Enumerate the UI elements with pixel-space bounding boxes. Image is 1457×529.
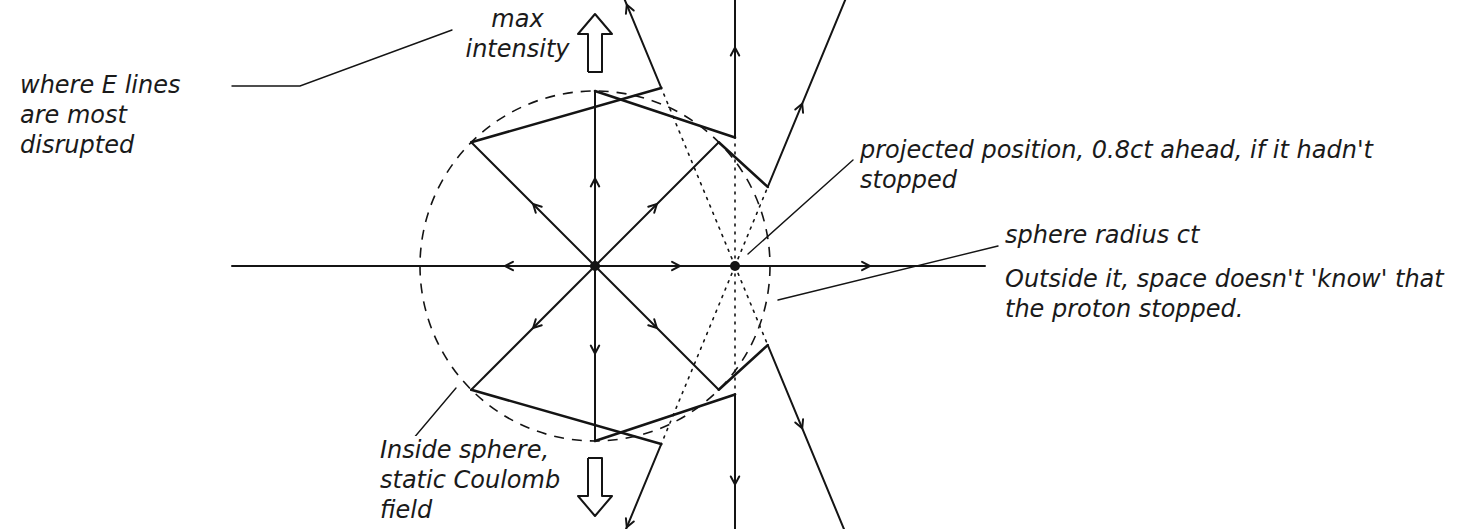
annotation: max intensity: [455, 4, 580, 64]
annotation-text: where E lines are most disrupted: [20, 71, 180, 159]
kink-segment: [719, 345, 768, 390]
projected-field-line: [661, 266, 735, 444]
annotation-text: sphere radius ct: [1005, 221, 1199, 249]
annotation-text: max intensity: [465, 5, 569, 63]
charge-dot: [590, 261, 600, 271]
coulomb-field-line: [595, 142, 719, 266]
annotation: Outside it, space doesn't 'know' that th…: [1005, 264, 1445, 324]
field-arrowhead: [795, 104, 803, 113]
coulomb-field-line: [471, 266, 595, 390]
field-arrowhead: [505, 262, 513, 270]
projected-field-line: [661, 88, 735, 266]
kink-segment: [719, 142, 768, 187]
annotation: projected position, 0.8ct ahead, if it h…: [860, 135, 1440, 195]
annotation: where E lines are most disrupted: [20, 70, 225, 160]
kink-segment: [471, 88, 661, 142]
field-arrowhead: [533, 319, 542, 328]
field-arrowhead: [731, 477, 739, 485]
kink-segment: [595, 91, 735, 138]
radiated-field-line: [734, 394, 736, 529]
field-arrowhead: [672, 262, 680, 270]
charge-dot: [730, 261, 740, 271]
leader-line: [748, 160, 853, 254]
projected-field-line: [734, 266, 736, 394]
annotation: Inside sphere, static Coulomb field: [380, 435, 575, 525]
field-arrowhead: [626, 518, 634, 527]
coulomb-field-line: [471, 142, 595, 266]
field-arrowhead: [862, 262, 870, 270]
projected-field-line: [735, 187, 768, 266]
kink-segment: [595, 394, 735, 441]
intensity-arrow: [578, 458, 612, 516]
field-arrowhead: [795, 419, 803, 428]
leader-line: [232, 30, 452, 86]
annotation-text: Inside sphere, static Coulomb field: [380, 436, 560, 524]
leader-line: [778, 246, 998, 300]
annotation-text: projected position, 0.8ct ahead, if it h…: [860, 136, 1373, 194]
field-arrowhead: [731, 48, 739, 56]
radiated-field-line: [768, 345, 1003, 529]
field-arrowhead: [648, 204, 657, 213]
field-arrowhead: [626, 5, 634, 14]
field-arrowhead: [591, 346, 599, 354]
annotation-text: Outside it, space doesn't 'know' that th…: [1005, 265, 1444, 323]
intensity-arrow: [578, 14, 612, 72]
coulomb-field-line: [595, 266, 719, 390]
projected-field-line: [735, 266, 768, 345]
radiated-field-line: [734, 0, 736, 138]
field-arrowhead: [591, 179, 599, 187]
field-arrowhead: [533, 204, 542, 213]
field-arrowhead: [648, 319, 657, 328]
annotation: sphere radius ct: [1005, 220, 1445, 250]
